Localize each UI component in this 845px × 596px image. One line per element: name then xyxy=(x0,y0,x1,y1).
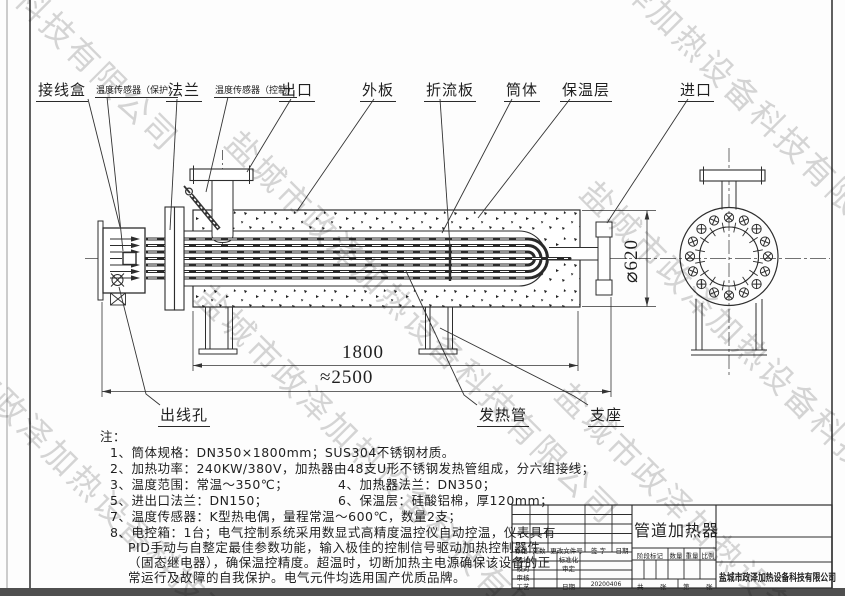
scan-edge-band xyxy=(0,588,845,596)
note-line: 5、进出口法兰：DN150； xyxy=(110,493,268,508)
sensor-head xyxy=(122,251,137,266)
end-view-inlet-pipe xyxy=(699,166,766,210)
callout-outlet: 出口 xyxy=(279,79,316,102)
callout-flange: 法兰 xyxy=(166,79,203,102)
tb-sig-standard: 标准化 xyxy=(558,555,579,564)
callout-insulation: 保温层 xyxy=(560,79,613,102)
note-line: 3、温度范围：常温～350℃； xyxy=(110,477,289,492)
tb-rev-mark: 标记 xyxy=(514,546,528,555)
wire-outlet-hole xyxy=(110,273,125,287)
dimension-620 xyxy=(582,210,656,307)
tb-meta-weight: 重量 xyxy=(685,552,699,560)
main-flange xyxy=(164,206,185,311)
note-line: 2、加热功率：240KW/380V，加热器由48支U形不锈钢发热管组成，分六组接… xyxy=(110,461,595,476)
heating-tubes xyxy=(144,237,572,281)
end-view xyxy=(679,148,779,378)
tb-sig-design: 设计 xyxy=(516,555,530,564)
note-line: 常运行及故障的自我保护。电气元件均选用国产优质品牌。 xyxy=(128,570,467,585)
tb-meta-stage: 阶段标记 xyxy=(637,552,663,560)
tb-date-value: 20200406 xyxy=(590,581,622,588)
junction-box xyxy=(97,220,146,306)
callout-heating-tube: 发热管 xyxy=(477,404,530,427)
tb-meta-scale: 比例 xyxy=(701,552,715,560)
tb-sheet-no-label: 第 xyxy=(683,582,690,591)
note-line: 7、温度传感器：K型热电偶，量程常温～600℃，数量2支； xyxy=(110,509,462,524)
dimension-2500 xyxy=(101,297,612,397)
tb-drawing-title: 管道加热器 xyxy=(634,521,720,540)
inlet-nozzle-flange xyxy=(595,221,613,296)
tb-sig-proof: 校对 xyxy=(516,564,530,573)
note-line: 6、保温层：硅酸铝棉，厚120mm； xyxy=(338,493,554,508)
callout-inlet: 进口 xyxy=(678,79,715,102)
callout-baffle: 折流板 xyxy=(424,79,477,102)
tb-sig-date-label: 日期 xyxy=(562,582,575,591)
callout-junction-box: 接线盒 xyxy=(36,79,89,102)
tb-sig-approve: 审定 xyxy=(562,564,575,573)
callout-support: 支座 xyxy=(588,404,625,427)
tb-sheet-unit: 张 xyxy=(660,582,667,591)
note-line: PID手动与自整定最佳参数功能，输入极佳的控制信号驱动加热控制器件 xyxy=(128,540,541,555)
note-line: 1、筒体规格：DN350×1800mm；SUS304不锈钢材质。 xyxy=(110,445,455,460)
dim-diameter: ⌀620 xyxy=(621,239,642,283)
note-line: 8、电控箱：1台；电气控制系统采用数显式高精度温控仪自动控温，仪表具有 xyxy=(110,525,556,540)
tb-meta-qty: 数量 xyxy=(669,552,683,560)
tb-sig-process: 工艺 xyxy=(516,582,530,591)
temperature-sensor-probe xyxy=(183,185,221,231)
callout-outer-plate: 外板 xyxy=(360,79,397,102)
front-supports xyxy=(198,307,458,355)
dim-total-length: ≈2500 xyxy=(320,367,374,388)
tb-rev-sign: 签 字 xyxy=(590,546,607,555)
tb-rev-count: 处数 xyxy=(532,546,546,555)
callout-sensor-protect: 温度传感器（保护） xyxy=(95,83,179,98)
tb-rev-doc-no: 更改文件号 xyxy=(550,546,583,555)
leader-lines xyxy=(87,96,689,406)
end-view-support xyxy=(691,299,767,356)
notes-heading: 注： xyxy=(100,429,127,444)
note-line: 4、加热器法兰：DN350； xyxy=(338,477,496,492)
callout-wire-hole: 出线孔 xyxy=(158,404,211,427)
dimension-1800 xyxy=(192,311,579,371)
callout-shell: 筒体 xyxy=(504,79,541,102)
title-block-grid xyxy=(511,504,833,589)
callout-sensor-control: 温度传感器（控制） xyxy=(214,83,298,98)
tb-sheet-total-label: 共 xyxy=(637,582,644,591)
dim-shell-length: 1800 xyxy=(342,342,384,363)
tb-rev-date: 日期 xyxy=(615,546,629,555)
tb-company-name: 盐城市政泽加热设备科技有限公司 xyxy=(719,573,836,584)
tb-sheet-unit2: 张 xyxy=(706,582,713,591)
border-lines xyxy=(29,0,833,588)
note-line: （固态继电器），确保温控精度。超温时，切断加热主电源确保该设备的正 xyxy=(128,555,551,570)
tb-sig-review: 审核 xyxy=(516,573,530,582)
